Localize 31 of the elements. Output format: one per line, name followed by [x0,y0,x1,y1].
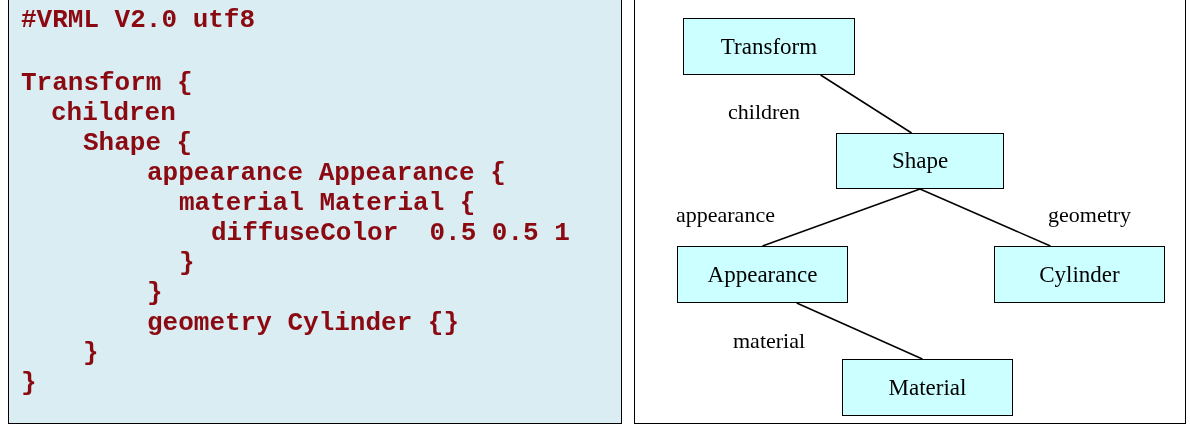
code-line: appearance Appearance { [147,158,506,188]
node-label: Cylinder [1039,261,1120,288]
code-line: children [51,98,176,128]
node-label: Appearance [707,261,818,288]
edge-label: children [728,99,801,125]
connector-line [819,74,913,134]
edge-label: geometry [1048,202,1132,228]
node-box [677,246,848,303]
code-line: #VRML V2.0 utf8 [21,5,256,35]
code-line: Transform { [21,68,193,98]
connector-line [761,188,921,247]
code-line: material Material { [179,188,476,218]
node-label: Material [888,374,967,401]
code-panel [8,0,622,424]
connector-line [795,302,924,360]
node-box [994,246,1165,303]
code-line: geometry Cylinder {} [147,308,460,338]
node-box [842,359,1013,416]
code-line: diffuseColor 0.5 0.5 1 [211,218,570,248]
node-box [836,133,1004,189]
code-line: } [21,368,37,398]
edge-label: material [733,328,806,354]
code-line: } [83,338,99,368]
node-box [683,18,855,75]
edge-label: appearance [676,202,775,228]
code-line: } [179,248,195,278]
node-label: Shape [891,148,949,174]
code-line: } [147,278,163,308]
node-label: Transform [720,33,818,60]
code-line: Shape { [83,128,193,158]
connector-line [919,188,1052,247]
